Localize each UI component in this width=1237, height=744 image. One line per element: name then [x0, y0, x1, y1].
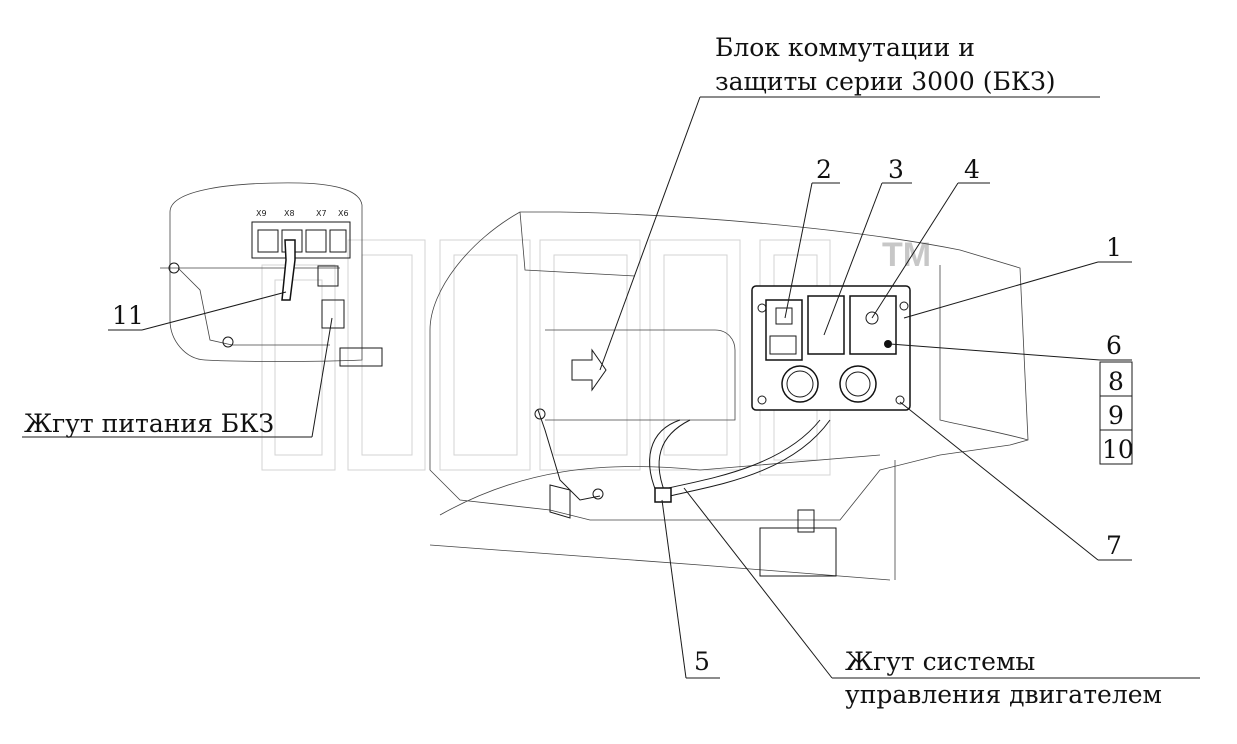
bkz-panel [751, 285, 911, 411]
callout-1: 1 [1106, 233, 1122, 262]
plug-11 [281, 239, 296, 301]
callout-5: 5 [694, 647, 710, 676]
part-3 [807, 295, 845, 355]
label-power-harness: Жгут питания БКЗ [24, 409, 274, 438]
callout-2: 2 [816, 155, 832, 184]
connector-tag-x6: X6 [338, 209, 349, 218]
callout-8: 8 [1108, 367, 1124, 396]
label-engine-harness-line1: Жгут системы [845, 647, 1035, 676]
callout-7: 7 [1106, 531, 1122, 560]
engine-harness [534, 408, 831, 519]
callout-9: 9 [1108, 401, 1124, 430]
left-inset: X9 X8 X7 X6 [160, 182, 383, 367]
label-bkz-unit-line2: защиты серии 3000 (БКЗ) [715, 67, 1056, 96]
connector-tag-x8: X8 [284, 209, 295, 218]
callout-numbers: 1 2 3 4 5 6 7 8 9 10 11 [112, 155, 1134, 676]
watermark-tm: TM [882, 236, 931, 274]
callout-6: 6 [1106, 331, 1122, 360]
connector-block [251, 221, 351, 259]
part-2 [765, 299, 803, 361]
callout-10: 10 [1102, 435, 1134, 464]
callout-3: 3 [888, 155, 904, 184]
callout-11: 11 [112, 301, 144, 330]
label-engine-harness-line2: управления двигателем [845, 680, 1162, 709]
main-body [429, 211, 1029, 581]
label-bkz-unit-line1: Блок коммутации и [715, 33, 975, 62]
leader-lines [22, 96, 1200, 679]
labels: Блок коммутации и защиты серии 3000 (БКЗ… [24, 33, 1162, 709]
callout-4: 4 [964, 155, 980, 184]
connector-tag-x7: X7 [316, 209, 327, 218]
connector-tag-x9: X9 [256, 209, 267, 218]
